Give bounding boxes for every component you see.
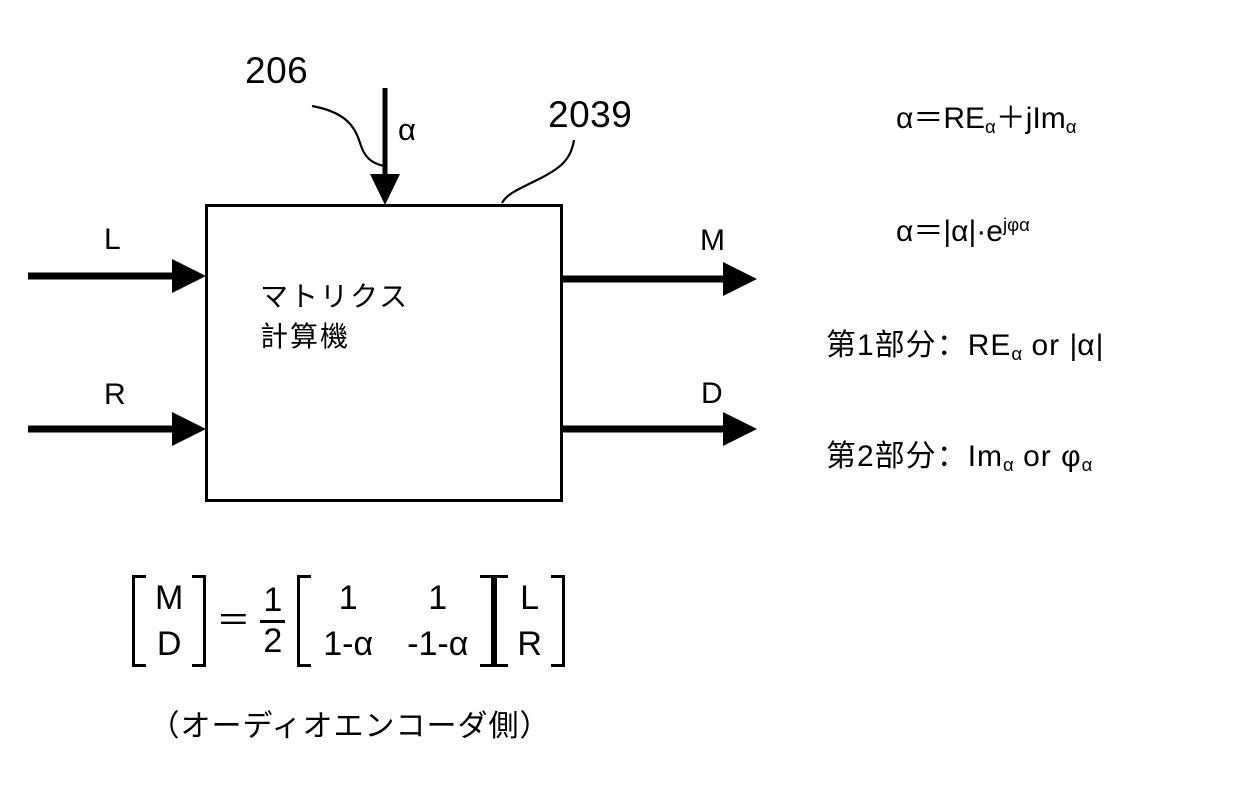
- scalar-numerator: 1: [263, 580, 283, 619]
- second-part-or: or: [1013, 440, 1062, 473]
- leader-line-206: [311, 104, 385, 168]
- first-part-abs-open: |: [1069, 329, 1078, 362]
- matrix-calculator-block: マトリクス 計算機: [205, 204, 563, 502]
- side-output-arrow: [563, 412, 757, 446]
- output-vector-row-0: M: [155, 579, 184, 617]
- matrix-equation-equals: ＝: [216, 602, 251, 640]
- first-part-or: or: [1022, 329, 1070, 362]
- eq1-real-subscript: α: [985, 115, 996, 137]
- mid-output-arrow: [563, 262, 757, 296]
- first-part-alt: α: [1077, 329, 1096, 362]
- output-vector-row-1: D: [156, 625, 182, 663]
- matrix-cell-0-0: 1: [338, 579, 358, 617]
- eq2-exponent: jφα: [1002, 214, 1030, 235]
- output-vector: M D: [146, 575, 192, 667]
- alpha-input-arrow: [370, 88, 400, 205]
- eq2-exp-base: ·e: [976, 215, 1003, 249]
- matrix-cell-1-0: 1-α: [323, 625, 374, 663]
- eq2-abs-close: |: [968, 215, 977, 249]
- scalar-denominator: 2: [263, 621, 283, 660]
- eq1-lhs: α: [896, 102, 914, 135]
- right-input-label: R: [104, 378, 126, 411]
- output-vector-bracket-right: [192, 575, 207, 667]
- fraction-rule: [260, 619, 286, 623]
- right-input-arrow: [28, 412, 206, 446]
- alpha-rectangular-form-equation: α＝REα＋jImα: [896, 104, 1077, 136]
- matrix-cell-0-1: 1: [428, 579, 448, 617]
- eq2-lhs: α: [896, 215, 914, 249]
- second-part-alt: φ: [1061, 440, 1082, 473]
- eq1-imag-subscript: α: [1065, 115, 1077, 137]
- first-part-line: 第1部分：REα or |α|: [826, 331, 1103, 363]
- matrix-calculator-block-label: マトリクス 計算機: [260, 281, 410, 352]
- input-vector-bracket-right: [550, 575, 565, 667]
- coefficient-matrix: 1 1 1-α -1-α: [311, 575, 480, 667]
- second-part-line: 第2部分：Imα or φα: [826, 442, 1092, 474]
- ref-number-2039: 2039: [548, 94, 633, 135]
- mid-output-label: M: [700, 224, 725, 257]
- input-vector-bracket-left: [494, 575, 509, 667]
- eq1-imag-part: ＋jIm: [995, 102, 1066, 135]
- second-part-colon: ：: [936, 440, 968, 473]
- second-part-prefix: 第2部分: [826, 440, 937, 473]
- matrix-bracket-right: [480, 575, 495, 667]
- left-input-arrow: [28, 259, 206, 293]
- matrix-bracket-left: [297, 575, 312, 667]
- input-vector: L R: [508, 575, 551, 667]
- ref-number-206: 206: [245, 50, 309, 91]
- input-vector-row-1: R: [517, 625, 542, 663]
- first-part-prefix: 第1部分: [826, 329, 937, 362]
- eq2-magnitude: α: [951, 215, 969, 249]
- eq1-equals: ＝: [913, 102, 944, 135]
- matrix-equation: M D ＝ 1 2 1 1 1-α -1-α L R: [132, 575, 565, 667]
- alpha-input-label: α: [398, 112, 416, 147]
- leader-line-2039: [501, 139, 576, 204]
- output-vector-bracket-left: [132, 575, 146, 667]
- second-part-alt-subscript: α: [1081, 453, 1093, 475]
- first-part-abs-close: |: [1095, 329, 1104, 362]
- alpha-polar-form-equation: α＝|α|·ejφα: [896, 214, 1030, 249]
- side-output-label: D: [701, 377, 723, 410]
- input-vector-row-0: L: [520, 579, 540, 617]
- eq1-real-part: RE: [943, 102, 986, 135]
- eq2-equals: ＝: [913, 215, 944, 249]
- figure-caption: （オーディオエンコーダ側）: [149, 710, 551, 743]
- second-part-value: Im: [967, 440, 1004, 473]
- left-input-label: L: [104, 223, 121, 256]
- scalar-one-half: 1 2: [260, 580, 286, 660]
- first-part-value: RE: [967, 329, 1012, 362]
- second-part-value-subscript: α: [1003, 453, 1014, 475]
- first-part-colon: ：: [936, 329, 968, 362]
- eq2-abs-open: |: [943, 215, 952, 249]
- first-part-value-subscript: α: [1011, 342, 1023, 364]
- matrix-cell-1-1: -1-α: [407, 625, 469, 663]
